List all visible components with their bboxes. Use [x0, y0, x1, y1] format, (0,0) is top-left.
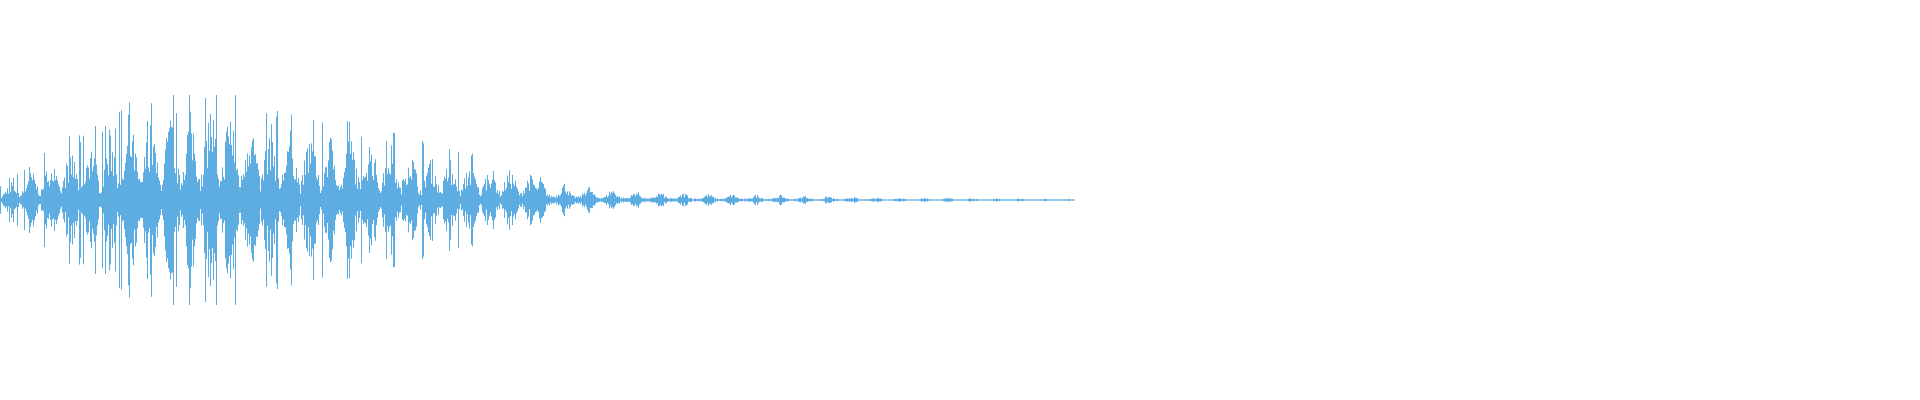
waveform-bars [0, 95, 1075, 305]
